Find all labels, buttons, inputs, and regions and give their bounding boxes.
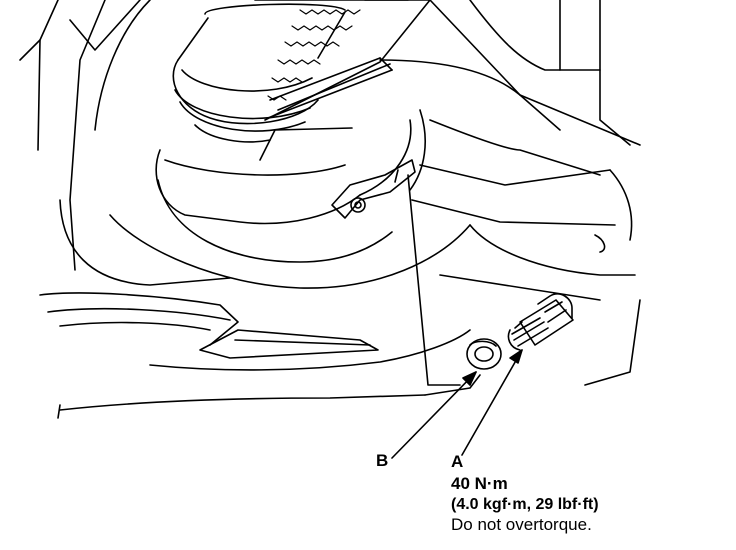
leader-line-b: [391, 371, 477, 459]
drain-outlet-outline: [407, 174, 461, 386]
callout-label-a: A: [451, 452, 464, 471]
transmission-housing: [109, 109, 471, 289]
splash-shield: [39, 292, 641, 419]
mounting-bracket: [331, 159, 416, 219]
overtorque-warning: Do not overtorque.: [451, 515, 592, 534]
torque-spec-nm: 40 N·m: [451, 474, 508, 493]
subframe-left: [19, 0, 231, 286]
sealing-washer: [466, 338, 502, 370]
heat-shield: [254, 0, 431, 121]
leader-line-a: [461, 349, 523, 456]
drain-plug: [507, 293, 574, 351]
exhaust-pipe: [172, 3, 346, 143]
callout-label-b: B: [376, 451, 389, 470]
torque-spec-alt: (4.0 kgf·m, 29 lbf·ft): [451, 496, 599, 513]
oil-pan: [379, 0, 641, 301]
